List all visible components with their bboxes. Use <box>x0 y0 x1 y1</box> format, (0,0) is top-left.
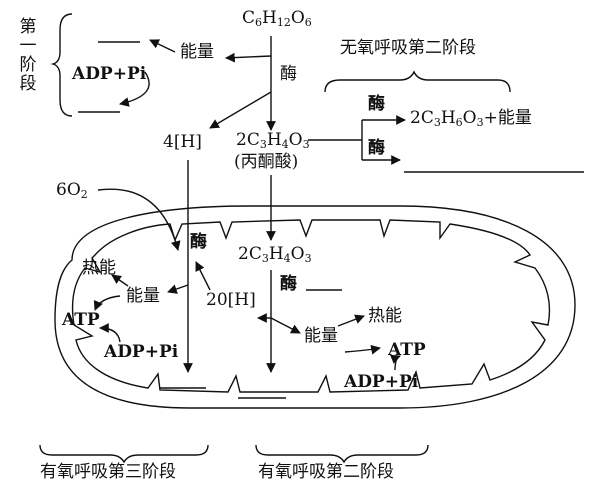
curve-adp-to-atp-left <box>99 323 121 343</box>
enzyme-anaerobic-a: 酶 <box>368 94 385 114</box>
enzyme-anaerobic-b: 酶 <box>368 138 385 158</box>
lactate-product: 2C3H6O3+能量 <box>410 108 532 129</box>
energy-top: 能量 <box>180 42 214 62</box>
glucose-formula: C6H12O6 <box>242 8 312 29</box>
curve-adp-to-blank <box>119 71 150 107</box>
mito-inner <box>71 219 551 393</box>
arrow-to-energy-top <box>225 52 272 63</box>
enzyme-mito-right: 酶 <box>280 274 297 294</box>
anaerobic-title: 无氧呼吸第二阶段 <box>340 38 476 58</box>
arrow-to-energy-left <box>167 284 189 294</box>
pyruvate-name: (丙酮酸) <box>234 152 299 172</box>
energy-right: 能量 <box>304 326 338 346</box>
oxygen-label: 6O2 <box>56 180 88 201</box>
adp-pi-top: ADP+Pi <box>72 64 147 84</box>
energy-left: 能量 <box>126 286 160 306</box>
pyruvate-formula-mito: 2C3H4O3 <box>238 244 312 265</box>
anaerobic-brace <box>324 70 511 93</box>
enzyme-top: 酶 <box>280 64 297 84</box>
curve-oxygen <box>97 188 181 251</box>
arrow-energy-to-heat-right <box>337 314 365 327</box>
stage3-label: 有氧呼吸第三阶段 <box>40 462 176 482</box>
nadh-4H: 4[H] <box>163 132 202 152</box>
arrow-energy-to-blank-top <box>149 39 176 53</box>
stage3-brace <box>39 444 209 464</box>
mito-outer <box>54 205 576 409</box>
curve-adp-to-atp-right <box>389 354 401 371</box>
heat-right: 热能 <box>368 306 402 326</box>
adp-pi-left: ADP+Pi <box>104 342 179 362</box>
atp-left: ATP <box>62 310 100 330</box>
arrow-to-4H <box>209 91 272 129</box>
enzyme-mito-left: 酶 <box>190 232 207 252</box>
arrow-to-energy-right <box>270 317 301 334</box>
atp-right: ATP <box>388 340 426 360</box>
curve-energy-to-atp <box>93 295 121 311</box>
arrow-20H-to-enzyme <box>195 261 211 291</box>
stage2-brace <box>255 444 429 464</box>
pyruvate-formula-top: 2C3H4O3 <box>236 130 310 151</box>
adp-pi-right: ADP+Pi <box>344 372 419 392</box>
nadh-20H: 20[H] <box>206 290 256 310</box>
stage1-brace <box>50 13 73 117</box>
stage1-label: 第一阶段 <box>19 17 37 94</box>
stage2-label: 有氧呼吸第二阶段 <box>258 462 394 482</box>
arrow-energy-to-heat-left <box>111 274 129 287</box>
heat-left: 热能 <box>82 258 116 278</box>
curve-energy-to-atp-right <box>344 344 381 355</box>
